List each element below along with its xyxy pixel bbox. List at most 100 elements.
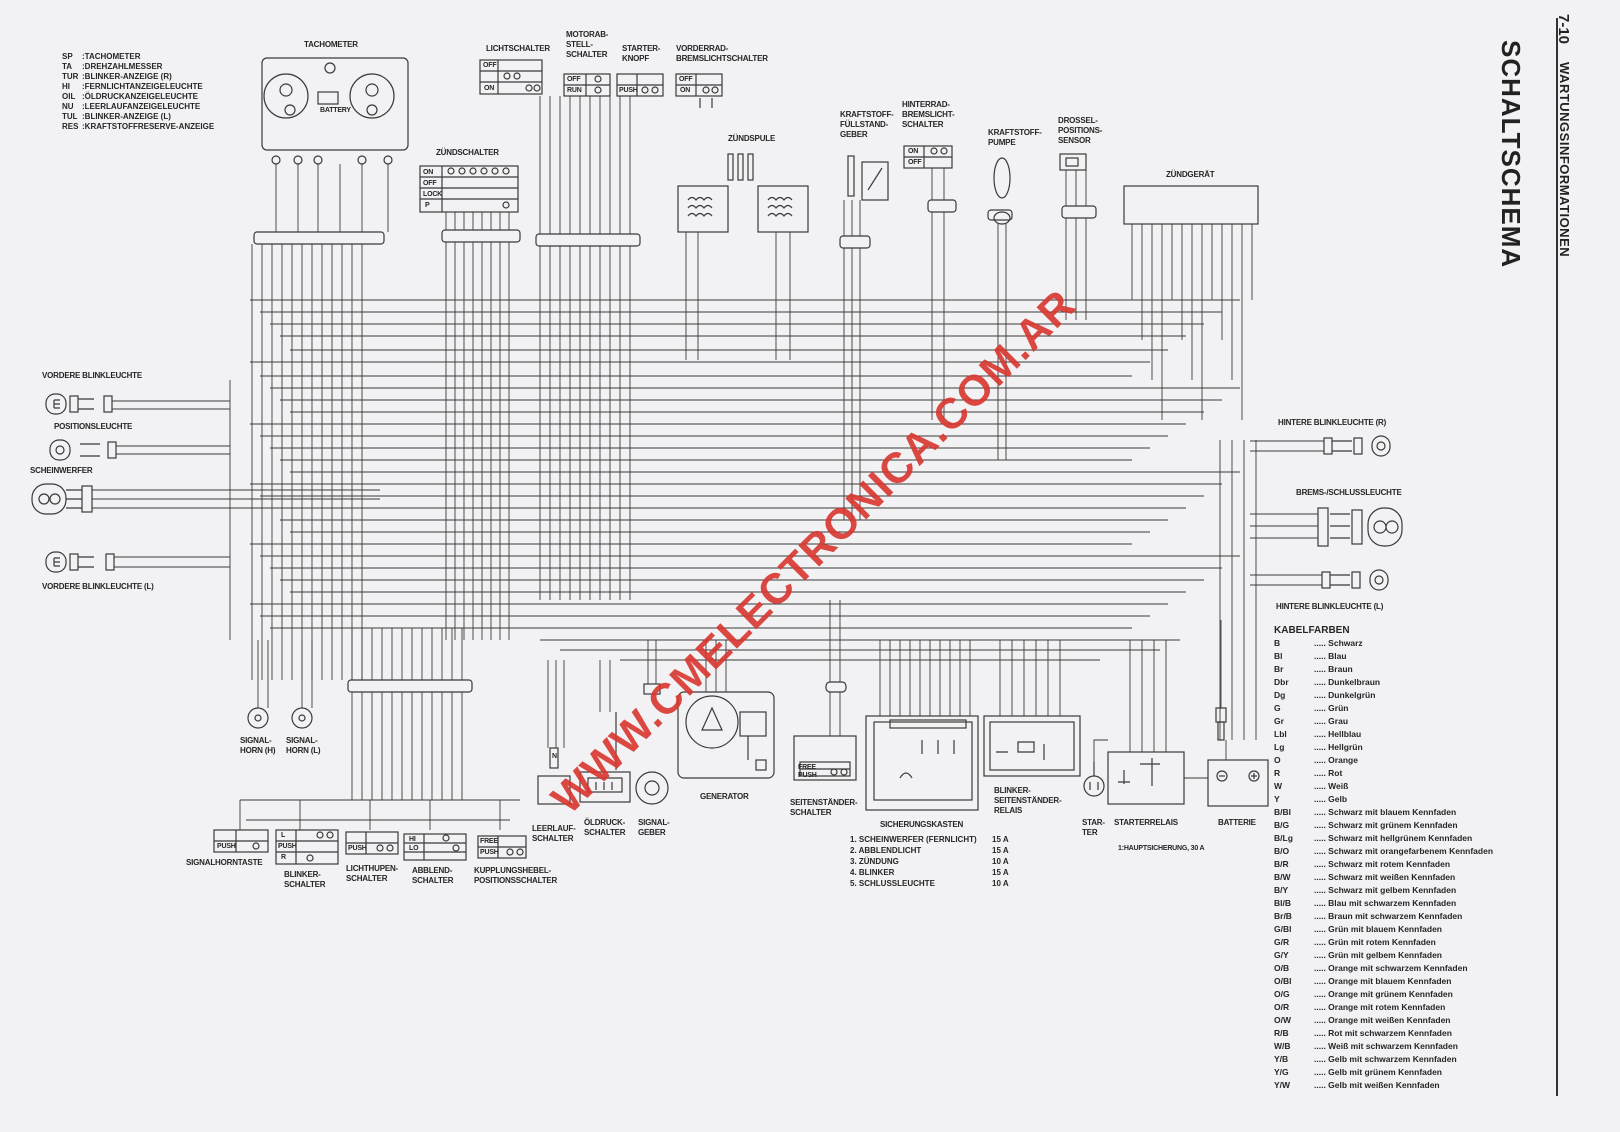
leerlaufschalter-label: LEERLAUF- SCHALTER — [532, 824, 576, 843]
switch-state-label: PUSH — [348, 845, 367, 852]
wire-color-item: W..... Weiß — [1274, 780, 1493, 793]
wire-color-text: ..... Weiß mit schwarzem Kennfaden — [1314, 1041, 1458, 1051]
lichthupenschalter-label: LICHTHUPEN- SCHALTER — [346, 864, 399, 883]
wire-color-item: O..... Orange — [1274, 754, 1493, 767]
starter-label: STAR- TER — [1082, 818, 1105, 837]
zuendschalter-label: ZÜNDSCHALTER — [436, 148, 499, 157]
switch-state-label: PUSH — [798, 772, 817, 779]
signalgeber-label: SIGNAL- GEBER — [638, 818, 670, 837]
wire-color-text: ..... Hellblau — [1314, 729, 1362, 739]
blinkerschalter-label: BLINKER- SCHALTER — [284, 870, 326, 889]
wire-color-item: O/R..... Orange mit rotem Kennfaden — [1274, 1001, 1493, 1014]
switch-state-label: ON — [908, 148, 919, 155]
fuse-item: 1. SCHEINWERFER (FERNLICHT)15 A — [850, 835, 1009, 844]
signalhorn-l-label: SIGNAL- HORN (L) — [286, 736, 321, 755]
wire-color-item: R..... Rot — [1274, 767, 1493, 780]
starterrelais-label: STARTERRELAIS — [1114, 818, 1178, 827]
switch-state-label: PUSH — [217, 843, 236, 850]
brems-schlussleuchte-label: BREMS-/SCHLUSSLEUCHTE — [1296, 488, 1402, 497]
wire-color-code: Br/B — [1274, 911, 1292, 921]
abbreviation-item: TUL:BLINKER-ANZEIGE (L) — [62, 112, 171, 121]
wire-color-text: ..... Grün mit blauem Kennfaden — [1314, 924, 1442, 934]
wire-color-code: Lg — [1274, 742, 1285, 752]
switch-state-label: L — [281, 832, 286, 839]
wire-color-item: Lg..... Hellgrün — [1274, 741, 1493, 754]
wire-color-code: B/Lg — [1274, 833, 1293, 843]
kraftstoffpumpe-label: KRAFTSTOFF- PUMPE — [988, 128, 1042, 147]
wire-color-item: R/B ..... Rot mit schwarzem Kennfaden — [1274, 1027, 1493, 1040]
scheinwerfer-label: SCHEINWERFER — [30, 466, 93, 475]
wire-color-code: R/B — [1274, 1028, 1289, 1038]
wire-color-item: G/Y..... Grün mit gelbem Kennfaden — [1274, 949, 1493, 962]
wire-color-code: B/Y — [1274, 885, 1289, 895]
wire-color-text: ..... Gelb — [1314, 794, 1348, 804]
abbreviation-item: HI:FERNLICHTANZEIGELEUCHTE — [62, 82, 203, 91]
wire-color-item: Dbr ..... Dunkelbraun — [1274, 676, 1493, 689]
switch-state-label: P — [425, 202, 430, 209]
starterknopf-block — [616, 73, 664, 97]
brems-schlussleuchte-lamp — [1317, 507, 1403, 547]
drosselpositionssensor-label: DROSSEL- POSITIONS- SENSOR — [1058, 116, 1103, 145]
wire-color-text: ..... Braun — [1314, 664, 1353, 674]
wire-color-text: ..... Schwarz mit orangefarbenem Kennfad… — [1314, 846, 1494, 856]
wire-color-text: ..... Orange mit rotem Kennfaden — [1314, 1002, 1446, 1012]
switch-state-label: PUSH — [619, 87, 638, 94]
zuendgeraet-label: ZÜNDGERÄT — [1166, 170, 1215, 179]
wire-color-text: ..... Grün mit gelbem Kennfaden — [1314, 950, 1442, 960]
wire-color-text: ..... Dunkelbraun — [1314, 677, 1381, 687]
hintere-blinkleuchte-r-label: HINTERE BLINKLEUCHTE (R) — [1278, 418, 1387, 427]
hauptsicherung-label: 1:HAUPTSICHERUNG, 30 A — [1118, 845, 1205, 852]
wire-color-text: ..... Grün — [1314, 703, 1349, 713]
wire-color-text: ..... Orange mit grünem Kennfaden — [1314, 989, 1453, 999]
wire-color-text: ..... Grau — [1314, 716, 1349, 726]
abbreviation-item: OIL:ÖLDRUCKANZEIGELEUCHTE — [62, 92, 198, 101]
zuendspule-coil-1 — [677, 185, 729, 233]
wire-color-code: Bl — [1274, 651, 1283, 661]
wire-color-text: ..... Schwarz — [1314, 638, 1363, 648]
switch-state-label: FREE — [798, 764, 816, 771]
wire-color-code: B/G — [1274, 820, 1290, 830]
switch-state-label: PUSH — [480, 849, 499, 856]
switch-state-label: OFF — [567, 76, 581, 83]
switch-state-label: OFF — [483, 62, 497, 69]
wire-color-code: W/B — [1274, 1041, 1291, 1051]
fuel-level-sensor — [847, 155, 889, 201]
wire-color-item: B..... Schwarz — [1274, 637, 1493, 650]
wire-color-item: G/R..... Grün mit rotem Kennfaden — [1274, 936, 1493, 949]
header-rule — [1556, 18, 1558, 1096]
switch-state-label: BATTERY — [320, 107, 351, 114]
hinterrad-bremslichtschalter-label: HINTERRAD- BREMSLICHT- SCHALTER — [902, 100, 955, 129]
wire-color-item: B/O..... Schwarz mit orangefarbenem Kenn… — [1274, 845, 1493, 858]
wire-color-code: Y — [1274, 794, 1280, 804]
hauptsicherung-body — [1215, 707, 1227, 741]
signalhorntaste-block — [213, 829, 269, 853]
wire-color-code: Y/B — [1274, 1054, 1289, 1064]
wire-color-code: O/W — [1274, 1015, 1291, 1025]
tachometer-unit — [261, 57, 409, 165]
wire-color-code: Dbr — [1274, 677, 1289, 687]
wire-color-item: W/B ..... Weiß mit schwarzem Kennfaden — [1274, 1040, 1493, 1053]
fuse-list: 1. SCHEINWERFER (FERNLICHT)15 A 2. ABBLE… — [850, 834, 1009, 889]
wire-color-item: G/Bl ..... Grün mit blauem Kennfaden — [1274, 923, 1493, 936]
wire-color-text: ..... Blau — [1314, 651, 1347, 661]
wire-color-code: Y/W — [1274, 1080, 1291, 1090]
switch-state-label: R — [281, 854, 286, 861]
generator-label: GENERATOR — [700, 792, 749, 801]
wire-color-text: ..... Schwarz mit blauem Kennfaden — [1314, 807, 1457, 817]
starter-body — [1083, 762, 1105, 797]
zuendspule-label: ZÜNDSPULE — [728, 134, 776, 143]
wire-color-item: B/Y..... Schwarz mit gelbem Kennfaden — [1274, 884, 1493, 897]
wire-color-text: ..... Rot — [1314, 768, 1343, 778]
kraftstoffpumpe-body — [993, 157, 1011, 225]
signalhorn-h-body — [247, 707, 269, 729]
lichthupenschalter-block — [345, 831, 399, 855]
abbreviation-item: NU:LEERLAUFANZEIGELEUCHTE — [62, 102, 201, 111]
wire-color-text: ..... Rot mit schwarzem Kennfaden — [1314, 1028, 1452, 1038]
switch-state-label: ON — [484, 85, 495, 92]
wire-color-code: G/Bl — [1274, 924, 1292, 934]
sicherungskasten-label: SICHERUNGSKASTEN — [880, 820, 964, 829]
kupplungshebel-label: KUPPLUNGSHEBEL- POSITIONSSCHALTER — [474, 866, 558, 885]
wire-color-item: O/Bl..... Orange mit blauem Kennfaden — [1274, 975, 1493, 988]
